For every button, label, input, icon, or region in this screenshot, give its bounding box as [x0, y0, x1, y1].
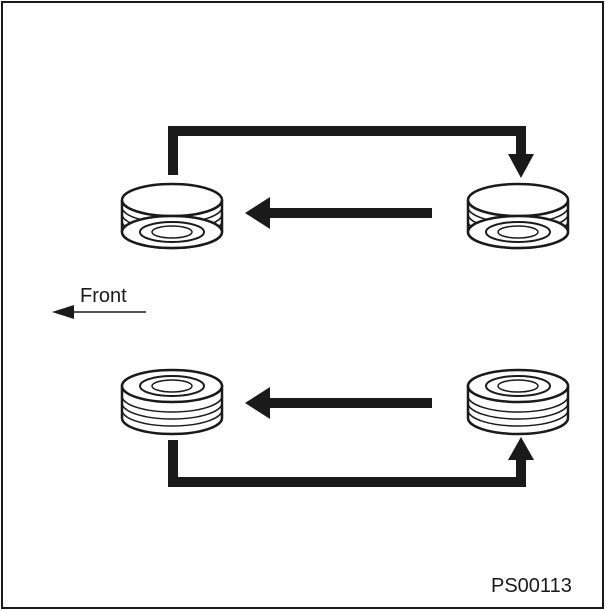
left-arrow-icon: [245, 197, 270, 229]
tire-bottom-right-icon: [466, 368, 570, 436]
tire-top-left-icon: [120, 182, 224, 250]
down-arrow-head-icon: [508, 154, 534, 178]
left-arrow-icon: [245, 387, 270, 419]
front-indicator: Front: [52, 285, 146, 319]
top-forward-arrow: [245, 197, 432, 229]
up-arrow-head-icon: [508, 437, 534, 460]
top-rotation-connector: [168, 126, 534, 178]
bottom-rotation-connector: [168, 437, 534, 487]
tire-bottom-left-icon: [120, 368, 224, 436]
front-arrow-icon: [52, 305, 74, 319]
figure-code: PS00113: [491, 575, 572, 597]
front-label: Front: [80, 285, 127, 307]
tire-top-right-icon: [466, 182, 570, 250]
bottom-forward-arrow: [245, 387, 432, 419]
